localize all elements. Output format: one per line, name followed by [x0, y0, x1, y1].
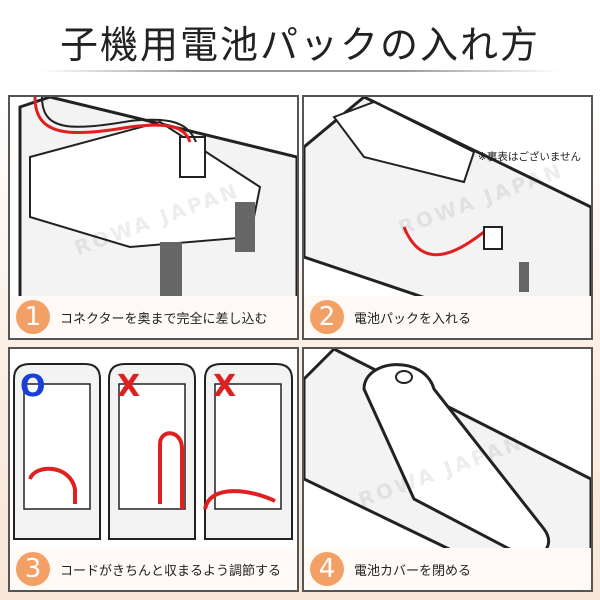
- step-1-panel: ROWA JAPAN 1 コネクターを奥まで完全に差し込む: [8, 95, 299, 340]
- battery-insert-illustration: [304, 97, 591, 338]
- step-3-panel: O X X 3 コードがきちんと収まるよう調節する: [8, 347, 299, 592]
- step-text: コネクターを奥まで完全に差し込む: [60, 311, 268, 327]
- orientation-note: ※裏表はございません: [478, 151, 581, 163]
- step-text: 電池カバーを閉める: [354, 563, 472, 579]
- step-number: 3: [16, 552, 50, 586]
- step-number: 1: [16, 300, 50, 334]
- cover-close-illustration: [304, 349, 591, 590]
- step-2-panel: ※裏表はございません ROWA JAPAN 2 電池パックを入れる: [302, 95, 593, 340]
- step-text: 電池パックを入れる: [354, 311, 472, 327]
- ng-mark: X: [117, 369, 141, 404]
- ng-mark: X: [213, 369, 237, 404]
- connector-illustration: [18, 97, 297, 338]
- step-number: 2: [310, 300, 344, 334]
- page-title: 子機用電池パックの入れ方: [59, 23, 540, 67]
- ok-mark: O: [20, 369, 46, 404]
- step-text: コードがきちんと収まるよう調節する: [60, 563, 282, 579]
- step-4-panel: ROWA JAPAN 4 電池カバーを閉める: [302, 347, 593, 592]
- step-number: 4: [310, 552, 344, 586]
- title-underline: [40, 70, 560, 72]
- cord-routing-illustration: [13, 363, 293, 540]
